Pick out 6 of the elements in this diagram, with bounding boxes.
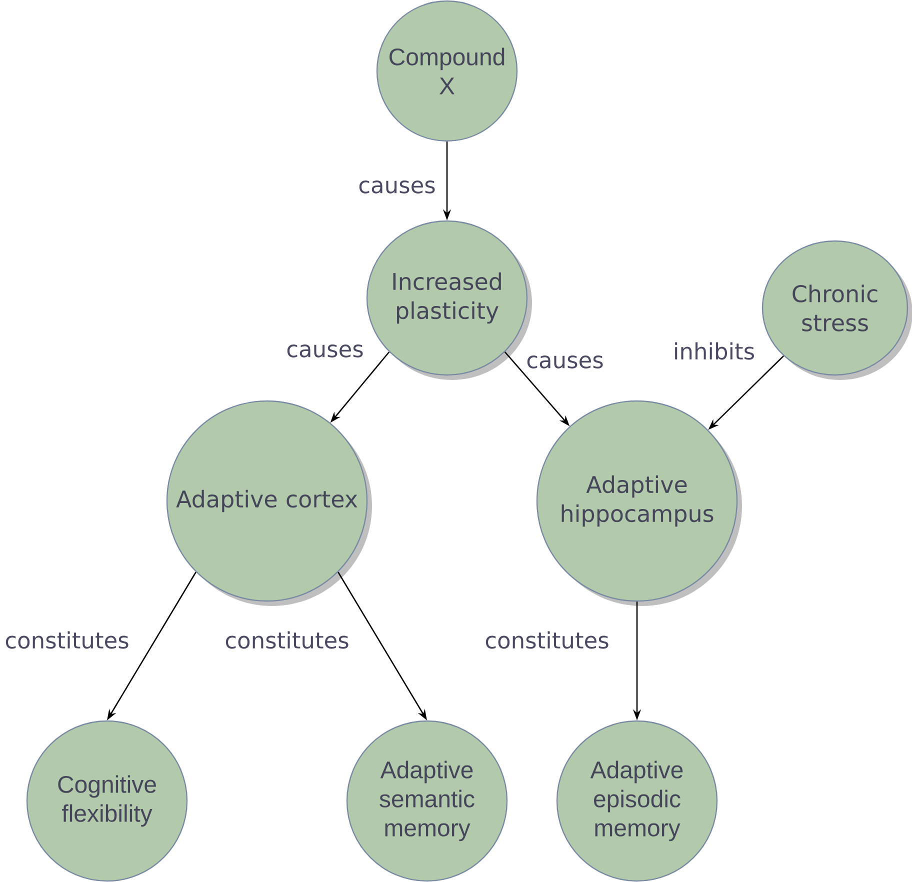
edge-label: causes (359, 180, 435, 194)
edge-label: inhibits (675, 342, 754, 360)
edge-label: causes (287, 344, 363, 358)
edge-label: constitutes (226, 631, 348, 649)
edge-label: constitutes (486, 631, 608, 649)
edge-label: constitutes (6, 631, 128, 649)
